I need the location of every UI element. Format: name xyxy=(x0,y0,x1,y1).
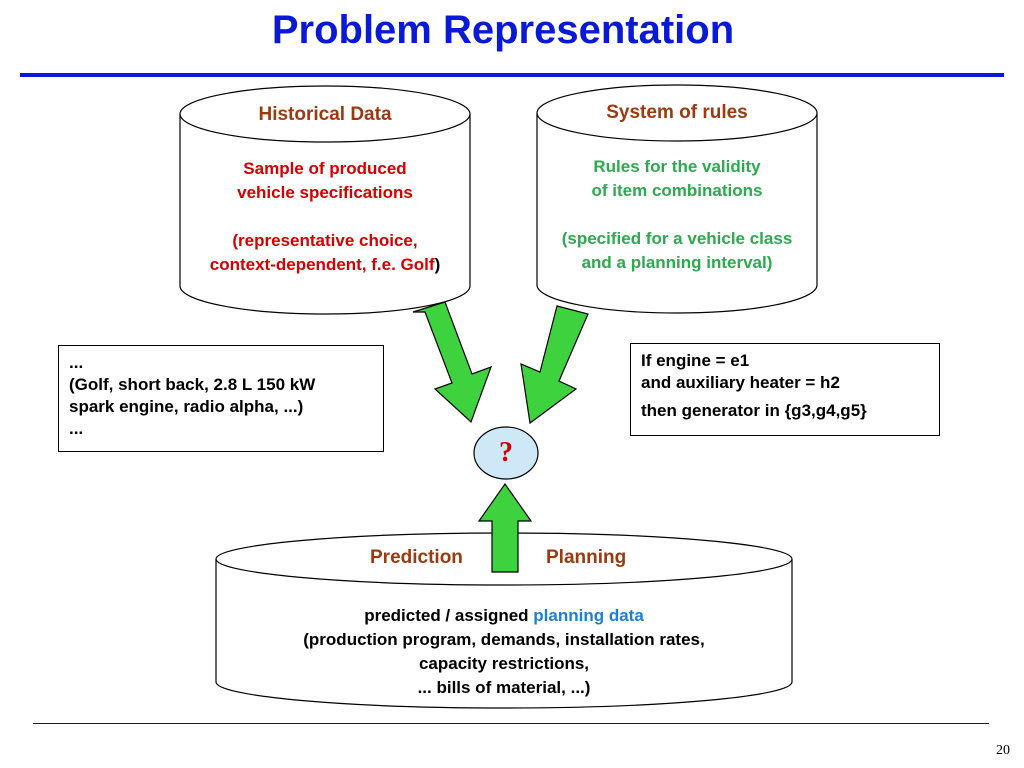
footer-divider xyxy=(33,723,989,724)
rules-line-3: (specified for a vehicle class xyxy=(561,229,793,248)
title-underline xyxy=(20,73,1004,77)
example-left-line-1: ... xyxy=(69,353,84,372)
example-right-line-1: If engine = e1 xyxy=(641,351,750,370)
rules-line-4: and a planning interval) xyxy=(581,253,773,272)
historical-line-4: context-dependent, f.e. Golf) xyxy=(182,253,468,277)
example-left-line-4: ... xyxy=(69,419,84,438)
historical-example-box: ... (Golf, short back, 2.8 L 150 kW spar… xyxy=(58,345,384,452)
question-node xyxy=(473,426,539,480)
historical-line-3: (representative choice, xyxy=(232,231,418,250)
planning-line-2: (production program, demands, installati… xyxy=(303,630,705,649)
rules-cylinder xyxy=(536,84,818,314)
page-number: 20 xyxy=(996,743,1010,758)
historical-line-4-text: context-dependent, f.e. Golf xyxy=(209,255,435,274)
example-right-line-3: then generator in {g3,g4,g5} xyxy=(641,401,867,420)
planning-line-3: capacity restrictions, xyxy=(418,654,590,673)
example-left-line-3: spark engine, radio alpha, ...) xyxy=(69,397,304,416)
rules-text: Rules for the validity of item combinati… xyxy=(537,155,817,275)
planning-label: Planning xyxy=(546,547,627,568)
arrow-from-planning xyxy=(477,482,533,573)
planning-line-1: predicted / assigned planning data xyxy=(218,604,790,628)
arrow-from-historical xyxy=(412,301,493,424)
example-left-line-2: (Golf, short back, 2.8 L 150 kW xyxy=(69,375,316,394)
historical-line-1: Sample of produced xyxy=(243,159,407,178)
historical-line-2: vehicle specifications xyxy=(237,183,413,202)
example-right-line-2: and auxiliary heater = h2 xyxy=(641,373,840,392)
rules-header: System of rules xyxy=(606,102,748,123)
planning-data-highlight: planning data xyxy=(533,606,644,625)
arrow-from-rules xyxy=(520,305,589,425)
rules-line-2: of item combinations xyxy=(591,181,763,200)
planning-line-1-prefix: predicted / assigned xyxy=(364,606,534,625)
planning-line-4: ... bills of material, ...) xyxy=(417,678,591,697)
page-title: Problem Representation xyxy=(271,8,735,52)
historical-line-4-close: ) xyxy=(434,255,441,274)
historical-data-text: Sample of produced vehicle specification… xyxy=(182,157,468,277)
rules-line-1: Rules for the validity xyxy=(593,157,761,176)
planning-text: predicted / assigned planning data (prod… xyxy=(218,604,790,700)
prediction-label: Prediction xyxy=(370,547,463,568)
historical-data-cylinder xyxy=(179,85,471,315)
question-mark: ? xyxy=(499,437,513,468)
historical-data-header: Historical Data xyxy=(258,104,392,125)
rules-example-box: If engine = e1 and auxiliary heater = h2… xyxy=(630,343,940,436)
